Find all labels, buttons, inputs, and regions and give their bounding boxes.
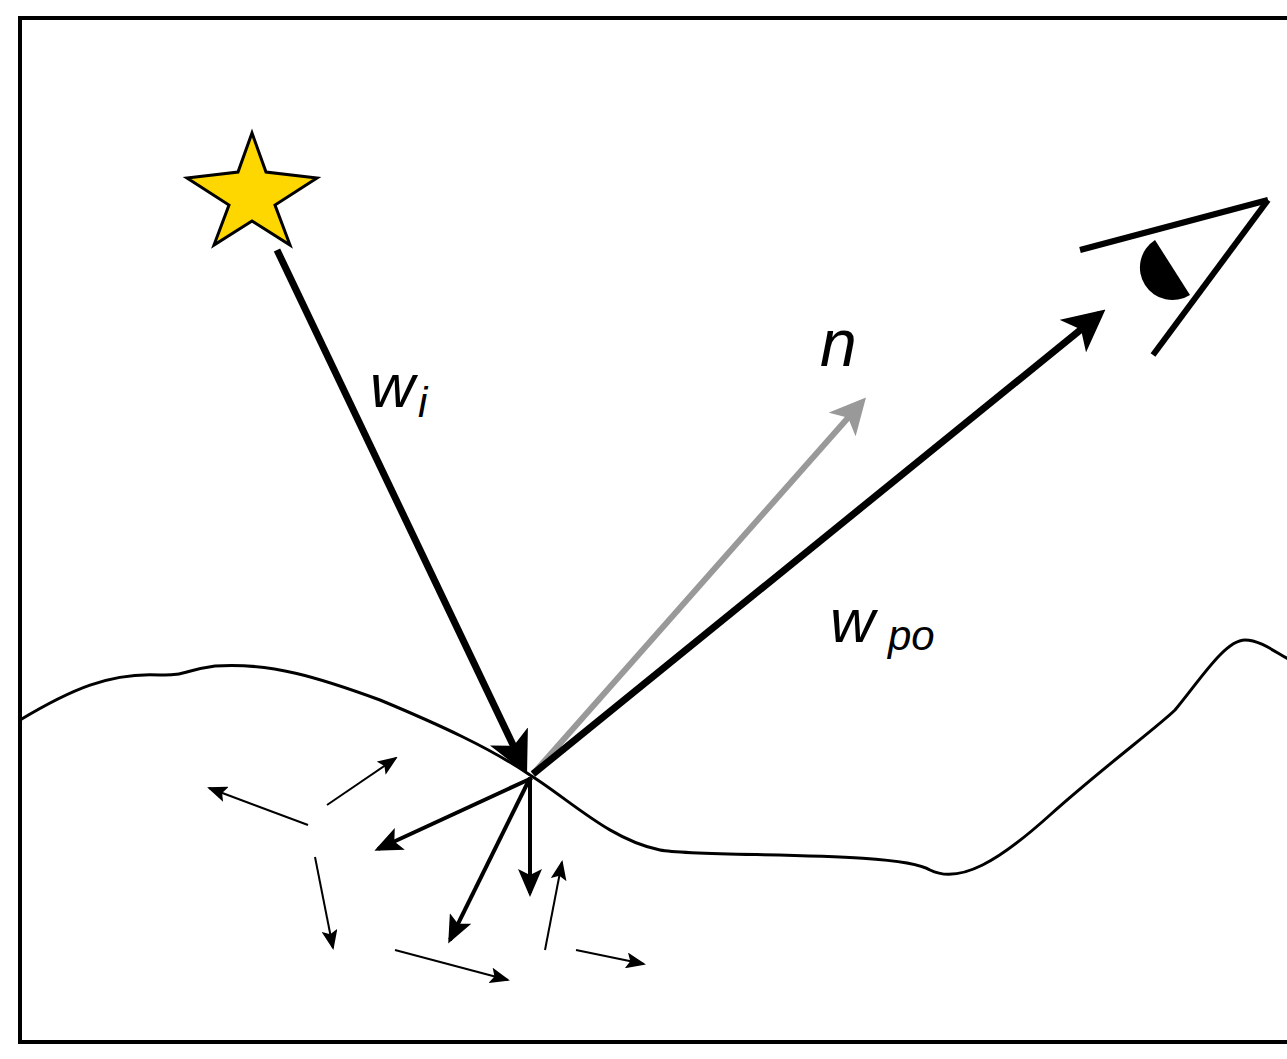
vector-label: n: [820, 310, 857, 376]
vector-label: w: [370, 355, 415, 417]
normal-vector: [533, 402, 862, 774]
vector-label: w: [830, 590, 875, 652]
eye-symbol: [1080, 200, 1268, 355]
vector-subscript: po: [888, 615, 935, 657]
frame: [20, 18, 1287, 1042]
incident-ray: [277, 250, 524, 768]
light-star: [187, 133, 317, 245]
scatter-arrows: [209, 758, 644, 980]
outgoing-ray: [533, 314, 1100, 774]
vector-subscript: i: [418, 382, 427, 424]
